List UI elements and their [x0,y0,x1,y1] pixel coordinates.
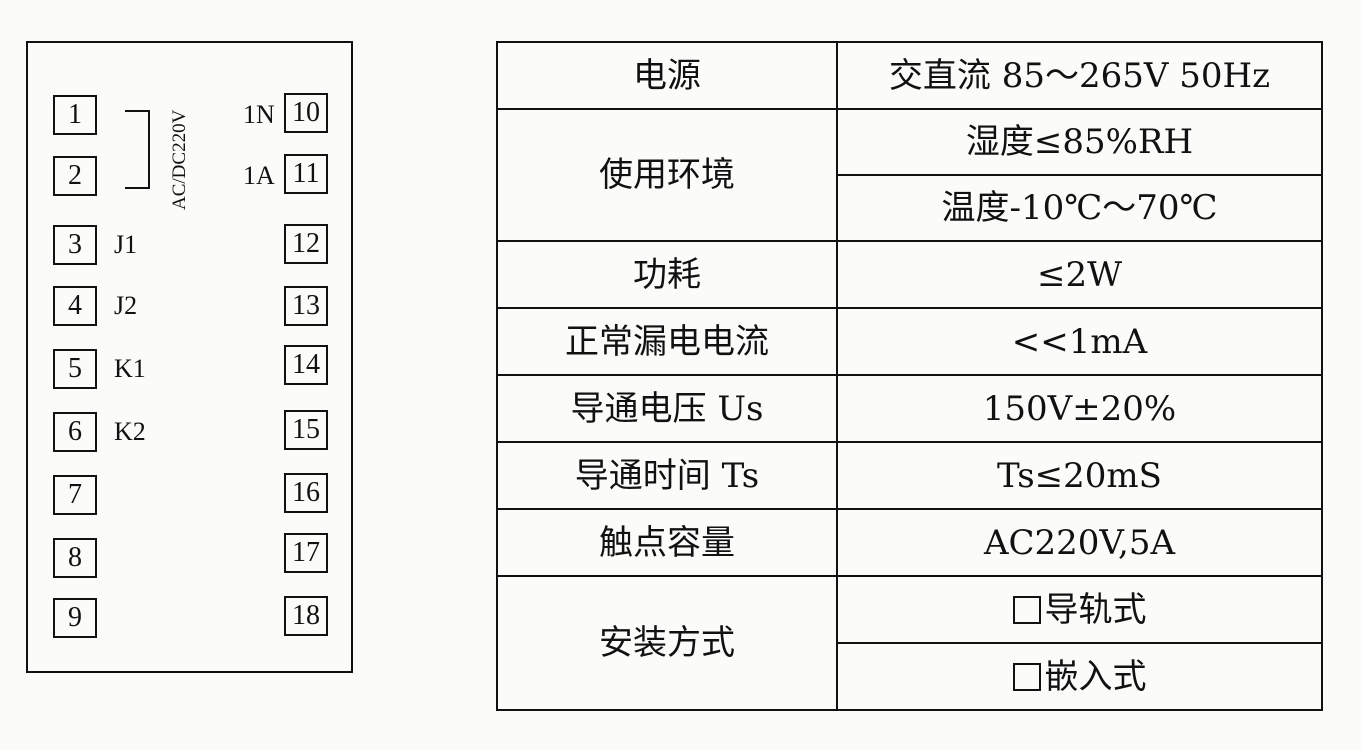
checkbox-icon [1012,662,1041,691]
terminal-15: 15 [284,410,328,450]
spec-name: 导通时间 Ts [496,441,838,510]
terminal-8: 8 [53,538,97,578]
terminal-12: 12 [284,224,328,264]
spec-value: Ts≤20mS [836,441,1323,510]
spec-row: 正常漏电电流 <<1mA [496,307,1323,376]
terminal-14: 14 [284,345,328,385]
terminal-label: K1 [114,354,146,383]
spec-name: 导通电压 Us [496,374,838,443]
supply-bracket [125,110,150,189]
terminal-label: K2 [114,417,146,446]
option-label: 嵌入式 [1044,656,1147,697]
spec-value: 150V±20% [836,374,1323,443]
terminal-11: 11 [284,154,328,194]
terminal-label: J1 [114,230,138,259]
spec-value: AC220V,5A [836,508,1323,577]
spec-name: 使用环境 [496,108,838,242]
spec-row: 嵌入式 [497,642,1323,711]
terminal-5: 5 [53,349,97,389]
terminal-7: 7 [53,475,97,515]
terminal-label: 1A [243,161,275,190]
spec-value-option: 导轨式 [836,575,1323,644]
terminal-13: 13 [284,286,328,326]
checkbox-icon [1012,595,1041,624]
terminal-1: 1 [53,95,97,135]
spec-value: ≤2W [836,240,1323,309]
terminal-9: 9 [53,598,97,638]
spec-row: 温度-10℃～70℃ [497,174,1323,242]
spec-name: 电源 [496,41,838,110]
terminal-3: 3 [53,225,97,265]
spec-name: 功耗 [496,240,838,309]
terminal-10: 10 [284,93,328,133]
spec-name: 安装方式 [496,575,838,711]
spec-row: 电源 交直流 85～265V 50Hz [496,41,1323,110]
spec-row: 触点容量 AC220V,5A [496,508,1323,577]
spec-name: 正常漏电电流 [496,307,838,376]
terminal-2: 2 [53,156,97,196]
terminal-label: J2 [114,291,138,320]
spec-row: 使用环境 湿度≤85%RH [496,108,1323,242]
spec-value: <<1mA [836,307,1323,376]
spec-row: 导通电压 Us 150V±20% [496,374,1323,443]
spec-row: 功耗 ≤2W [496,240,1323,309]
terminal-4: 4 [53,286,97,326]
spec-value: 湿度≤85%RH [836,108,1323,176]
spec-name: 触点容量 [496,508,838,577]
terminal-18: 18 [284,596,328,636]
terminal-16: 16 [284,473,328,513]
spec-row: 安装方式 导轨式 [496,575,1323,711]
spec-value: 交直流 85～265V 50Hz [836,41,1323,110]
terminal-17: 17 [284,533,328,573]
spec-value-option: 嵌入式 [836,642,1323,711]
terminal-label: 1N [243,100,275,129]
supply-label: AC/DC220V [169,109,190,210]
spec-row: 导通时间 Ts Ts≤20mS [496,441,1323,510]
spec-value: 温度-10℃～70℃ [836,174,1323,242]
option-label: 导轨式 [1044,589,1147,630]
terminal-6: 6 [53,412,97,452]
spec-table: 电源 交直流 85～265V 50Hz 使用环境 湿度≤85%RH 温度-10℃… [496,41,1323,711]
